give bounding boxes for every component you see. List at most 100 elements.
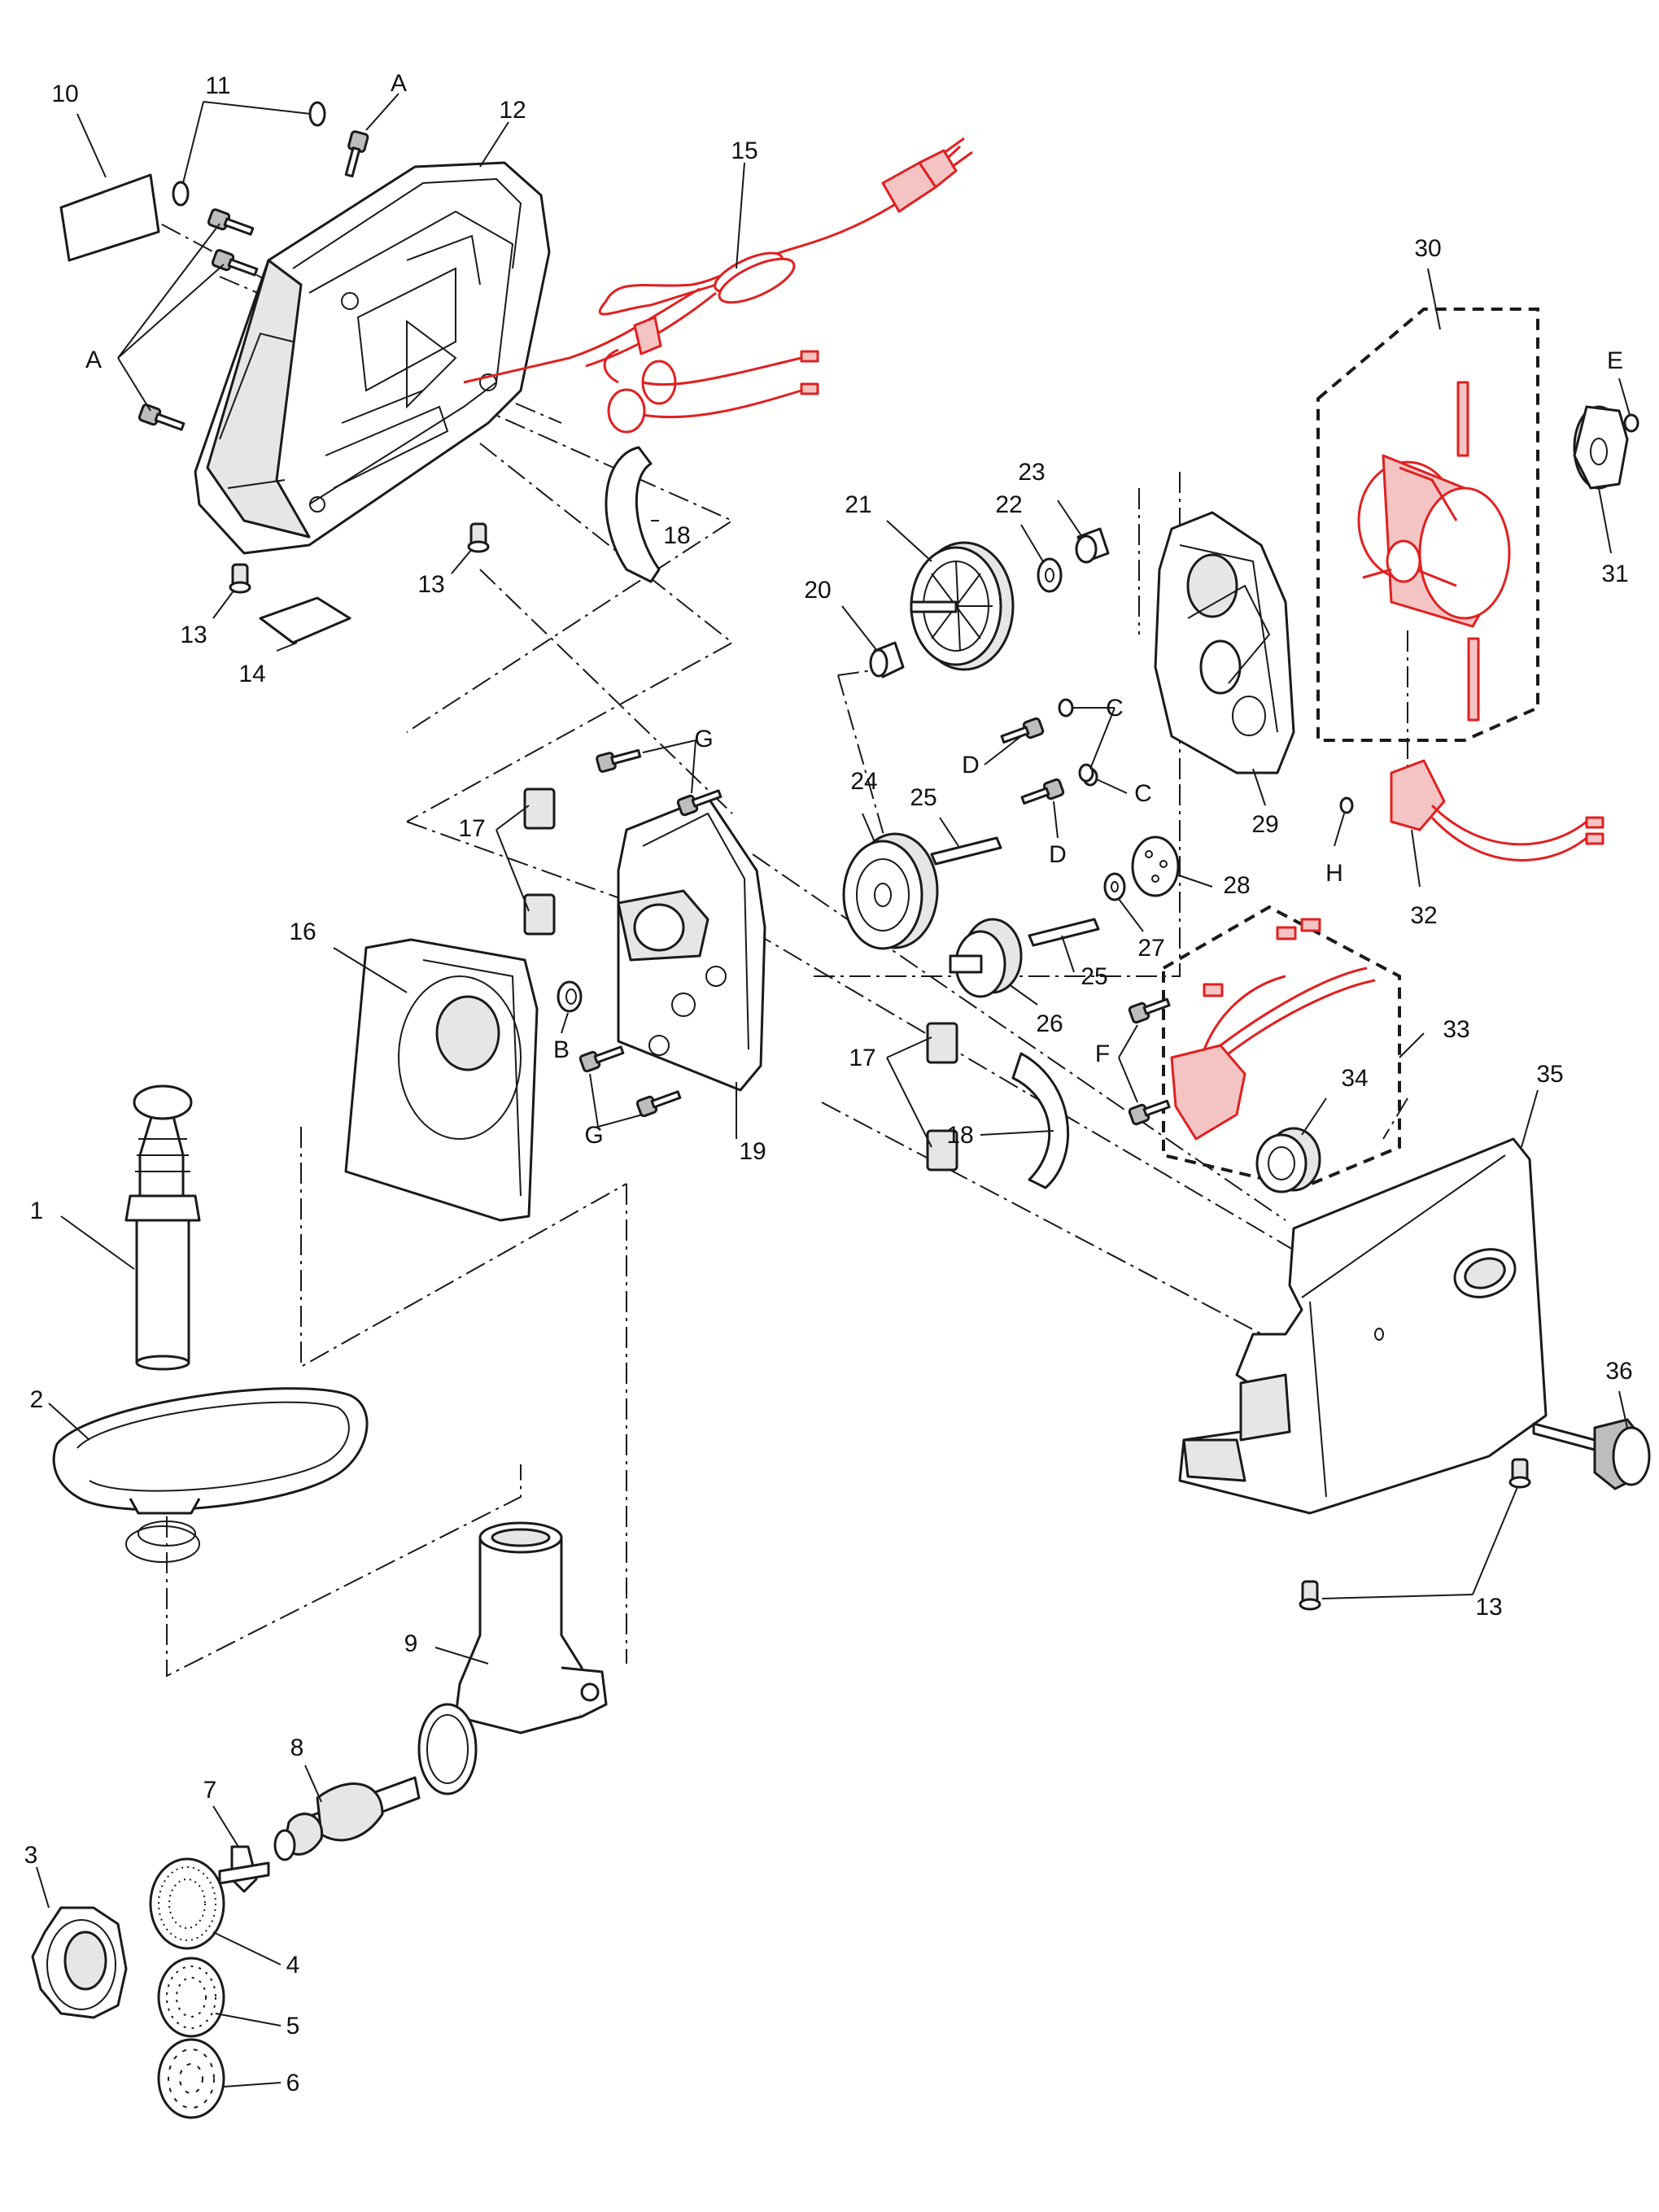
part-21-large-gear — [886, 520, 1015, 671]
part-19-gearbox-plate — [617, 796, 766, 1139]
callout-34: 34 — [1341, 1065, 1368, 1092]
part-36-knob-bolt — [1532, 1390, 1651, 1490]
part-33-switch-group — [1162, 905, 1425, 1190]
callout-2: 2 — [30, 1386, 44, 1413]
callout-5: 5 — [286, 2013, 300, 2040]
part-18-arc-upper — [605, 446, 661, 583]
part-C-washers — [1058, 698, 1128, 794]
part-18-arc-lower — [980, 1052, 1070, 1189]
callout-A-left: A — [85, 347, 102, 373]
callout-35: 35 — [1536, 1061, 1563, 1088]
callout-16: 16 — [289, 918, 316, 945]
part-F-screws — [1118, 997, 1171, 1126]
part-G-screws — [578, 740, 723, 1128]
callout-C-upper: C — [1106, 695, 1124, 722]
callout-28: 28 — [1223, 872, 1250, 899]
callout-D-lower: D — [1049, 841, 1067, 868]
callout-25-lower: 25 — [1081, 963, 1107, 990]
part-3-ring-nut — [31, 1866, 128, 2019]
part-28-disc — [1131, 835, 1213, 897]
callout-13-right: 13 — [1475, 1594, 1502, 1621]
part-23-bushing — [1057, 500, 1110, 564]
part-17-blocks — [496, 788, 958, 1171]
callout-15: 15 — [731, 137, 757, 164]
part-31-fan — [1573, 405, 1629, 554]
part-6-plate — [157, 2038, 282, 2119]
part-7-blade — [212, 1805, 270, 1893]
callout-21: 21 — [845, 491, 871, 518]
callout-18-lower: 18 — [946, 1122, 973, 1149]
callout-20: 20 — [804, 577, 831, 604]
part-11-washers — [172, 101, 326, 207]
part-35-main-body — [1178, 1089, 1548, 1515]
part-2-tray — [48, 1387, 369, 1563]
callout-18-upper: 18 — [663, 522, 690, 549]
callout-26: 26 — [1036, 1010, 1063, 1037]
part-34-knob-collar — [1255, 1097, 1327, 1193]
callout-31: 31 — [1601, 561, 1628, 587]
callout-B: B — [553, 1036, 570, 1063]
callout-4: 4 — [286, 1952, 300, 1979]
callout-22: 22 — [995, 491, 1022, 518]
callout-1: 1 — [30, 1198, 44, 1224]
part-1-pusher — [60, 1084, 201, 1371]
callout-32: 32 — [1410, 902, 1437, 929]
callout-24: 24 — [850, 768, 877, 795]
callout-6: 6 — [286, 2070, 300, 2096]
callout-13-mid: 13 — [417, 571, 444, 598]
callout-3: 3 — [24, 1842, 38, 1869]
callout-27: 27 — [1137, 935, 1164, 962]
part-10-label-plate — [59, 113, 160, 262]
callout-9: 9 — [404, 1630, 418, 1657]
part-32-component — [1390, 759, 1604, 888]
part-4-plate — [149, 1857, 282, 1965]
callout-29: 29 — [1251, 811, 1278, 838]
part-14-plate — [259, 596, 351, 652]
callout-19: 19 — [739, 1138, 766, 1165]
callout-17-left: 17 — [458, 815, 485, 842]
callout-30: 30 — [1414, 235, 1441, 262]
callout-23: 23 — [1018, 459, 1045, 486]
callout-13-left: 13 — [180, 622, 207, 648]
callout-25-upper: 25 — [910, 784, 936, 811]
callout-11: 11 — [205, 72, 230, 99]
part-A-screws — [117, 93, 399, 431]
part-12-top-housing — [194, 121, 551, 555]
part-B — [557, 980, 583, 1034]
part-E-screw — [1618, 377, 1639, 433]
part-9-mincer-head — [417, 1521, 608, 1795]
callout-F: F — [1095, 1041, 1110, 1067]
callout-D-upper: D — [962, 752, 980, 779]
part-H-screw — [1334, 796, 1354, 847]
callout-A-top: A — [391, 70, 407, 97]
part-24-gear — [842, 813, 939, 950]
callout-G-upper: G — [694, 726, 713, 753]
part-27-washer — [1103, 872, 1144, 932]
callout-12: 12 — [499, 97, 526, 124]
part-20-bushing — [841, 605, 905, 678]
callout-E: E — [1607, 347, 1623, 374]
callout-36: 36 — [1605, 1358, 1632, 1385]
part-25-shaft-upper — [930, 817, 1002, 866]
callout-7: 7 — [203, 1777, 217, 1804]
part-30-motor-group — [1316, 268, 1539, 742]
callout-C-lower: C — [1134, 780, 1152, 807]
callout-G-lower: G — [584, 1122, 603, 1149]
callout-10: 10 — [51, 81, 78, 107]
callout-14: 14 — [238, 661, 265, 687]
assembly-lines — [129, 207, 1408, 1678]
callout-33: 33 — [1443, 1016, 1469, 1043]
part-25-shaft-lower — [1028, 918, 1100, 973]
part-16-front-plate — [333, 938, 539, 1222]
callout-H: H — [1325, 860, 1343, 887]
part-13-feet — [212, 522, 1531, 1611]
part-8-screw-auger — [273, 1765, 421, 1861]
callout-17-right: 17 — [849, 1045, 875, 1071]
part-26-pinion — [949, 918, 1038, 1006]
part-5-plate — [157, 1957, 282, 2038]
callout-labels: 1 2 3 4 5 6 7 8 9 10 11 12 13 13 13 14 1… — [24, 70, 1633, 2096]
callout-8: 8 — [290, 1734, 304, 1761]
part-29-rear-gearbox — [1154, 511, 1295, 806]
